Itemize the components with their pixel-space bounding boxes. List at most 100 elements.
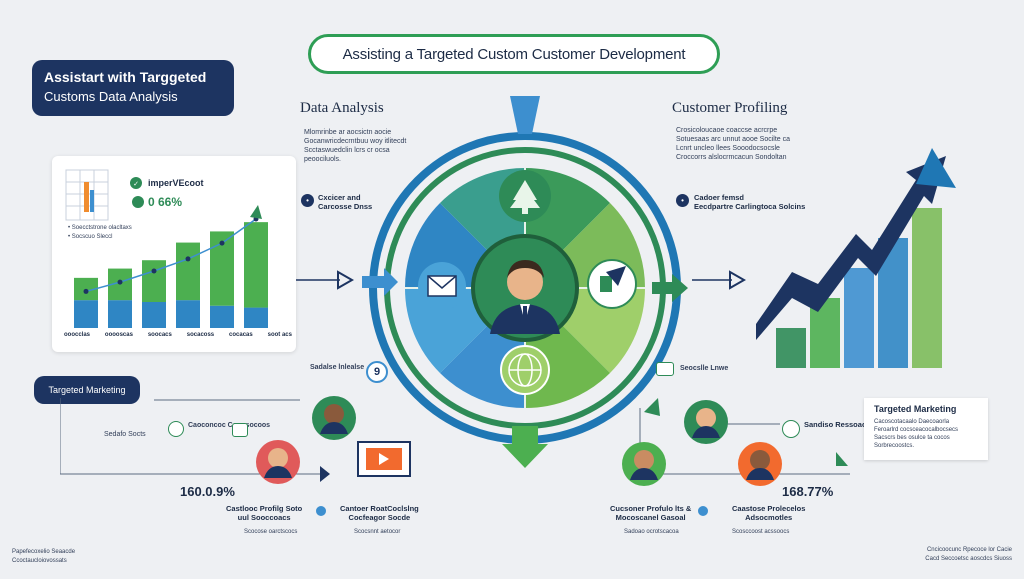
customer-profiling-point-1: Cadoer femsd xyxy=(694,193,745,202)
footer-right: Cncicoocunc Rpecoce lor Cacie Cacd Secco… xyxy=(902,546,1012,564)
left-sedafo-label: Sedafo Socts xyxy=(104,431,146,438)
bar-category-label: ooocclas xyxy=(64,332,91,338)
left-caption-2-sub: Scocsnnt aetocor xyxy=(354,529,401,535)
businessman-icon xyxy=(490,260,560,334)
bar-card-legend: • Soecctstrone olacltaxs • Socscuo Slecc… xyxy=(68,224,132,242)
avatar xyxy=(312,396,356,440)
left-caption-1-sub: Scocose oarctscocs xyxy=(244,529,298,535)
trend-point xyxy=(117,279,123,285)
bar-category-label: ooooscas xyxy=(104,332,133,338)
bar-category-label: soot acs xyxy=(267,332,292,338)
right-sse-label: Seocslle Lnwe xyxy=(680,365,729,372)
bar-chart: ✓ xyxy=(65,169,268,328)
customer-profiling-line: Croccorrs alslocrmcacun Sondoltan xyxy=(676,154,787,161)
right-check-icon xyxy=(782,420,800,438)
bar-card-categories: ooocclas ooooscas soocacs socacoss cocac… xyxy=(64,332,292,338)
arrow-top xyxy=(510,96,540,134)
left-ss-label: Sadalse lnlealse xyxy=(310,364,365,371)
targeted-marketing-card: Targeted Marketing Cacoscotacaalo Daecoa… xyxy=(864,398,988,460)
right-avatars xyxy=(622,400,782,486)
mini-grid-icon xyxy=(65,169,109,221)
document-icon xyxy=(587,259,637,309)
data-analysis-line: Scctaswuedclin lcrs cr ocsa xyxy=(304,147,390,154)
customer-profiling-point-2: Eecdpartre Carlingtoca Solcins xyxy=(694,202,806,211)
data-analysis-point-icon: • xyxy=(301,194,314,207)
bar-card-percent: 0 66% xyxy=(148,195,183,209)
right-caption-2-line: Adsocmotles xyxy=(745,513,793,522)
customer-profiling-line: Crosicoloucaoe coaccse acrcrpe xyxy=(676,127,778,134)
right-caption-1-sub: Sadoao ocrotscacoa xyxy=(624,529,679,535)
data-analysis-line: Gocanwricdecrntbuu woy itlitecdt xyxy=(304,138,407,145)
bar-card-logo-text: imperVEcoot xyxy=(148,178,204,188)
targeted-card-line: Sorbrecoostcs. xyxy=(874,443,915,449)
data-analysis-points: Cxcicer and Carcosse Dnss xyxy=(318,193,372,211)
right-caption-2: Caastose Prolecelos Adsocmotles xyxy=(732,504,805,522)
data-analysis-point-2: Carcosse Dnss xyxy=(318,202,373,211)
footer-right-line: Cacd Seccoetsc aoscdcs Siuoss xyxy=(925,556,1012,562)
data-analysis-text: Mlomrinbe ar aocsictn aocie Gocanwricdec… xyxy=(304,128,419,164)
left-info-icon: 9 xyxy=(366,361,388,383)
bar-card-percent-icon xyxy=(132,196,144,208)
customer-profiling-text: Crosicoloucaoe coaccse acrcrpe Sotuesaas… xyxy=(676,126,826,162)
avatar xyxy=(738,442,782,486)
right-cam-icon xyxy=(656,362,674,376)
right-caption-dot xyxy=(698,506,708,516)
video-player-icon xyxy=(357,441,411,477)
bar-category-label: soocacs xyxy=(147,332,172,338)
growth-chart xyxy=(756,148,956,368)
trend-arrow-head xyxy=(250,205,262,219)
right-caption-1: Cucsoner Profulo lts & Mocoscanel Gasoal xyxy=(610,504,691,522)
data-analysis-heading: Data Analysis xyxy=(300,100,384,116)
bar-1-series-0 xyxy=(108,300,132,328)
avatar xyxy=(622,442,666,486)
bar-3-series-0 xyxy=(176,300,200,328)
central-cycle-diagram xyxy=(362,96,688,468)
right-caption-2-line: Caastose Prolecelos xyxy=(732,504,806,513)
footer-left-line: Ccoctaucloiovossats xyxy=(12,558,67,564)
header-box-line2: Customs Data Analysis xyxy=(44,89,178,104)
left-caption-1-line: Castlooc Profilg Soto xyxy=(226,504,303,513)
arrow-left xyxy=(362,268,398,296)
tree-icon xyxy=(499,170,551,222)
left-percent: 160.0.9% xyxy=(180,484,235,499)
trend-point xyxy=(219,240,225,246)
bar-category-label: cocacas xyxy=(229,332,253,338)
bar-2-series-0 xyxy=(142,302,166,328)
data-analysis-line: Mlomrinbe ar aocsictn aocie xyxy=(304,129,392,136)
main-title: Assisting a Targeted Custom Customer Dev… xyxy=(308,34,720,74)
logo-icon: ✓ xyxy=(130,177,142,189)
growth-bar xyxy=(912,208,942,368)
footer-right-line: Cncicoocunc Rpecoce lor Cacie xyxy=(926,547,1012,553)
right-caption-1-line: Mocoscanel Gasoal xyxy=(615,513,686,522)
svg-text:✓: ✓ xyxy=(133,181,139,188)
growth-bar xyxy=(844,268,874,368)
right-sandiso-label: Sandiso Ressoacs xyxy=(804,420,871,429)
bar-card-legend-1: • Soecctstrone olacltaxs xyxy=(68,225,132,231)
bar-5-series-1 xyxy=(244,222,268,308)
left-check-icon xyxy=(168,421,184,437)
left-caption-2: Cantoer RoatCoclslng Cocfeagor Socde xyxy=(340,504,419,522)
left-caption-dot xyxy=(316,506,326,516)
left-connector-arrow xyxy=(296,270,355,290)
left-avatars xyxy=(256,396,411,484)
footer-left-line: Papefecoxelio Seaacde xyxy=(12,549,76,555)
targeted-card-line: Cacoscotacaalo Daecoaorla xyxy=(874,419,950,425)
avatar xyxy=(256,440,300,484)
left-caption-2-line: Cocfeagor Socde xyxy=(348,513,411,522)
right-connector-arrow xyxy=(692,270,747,290)
bar-chart-card: ✓ imperVEcoot 0 66% • Soecctstrone olacl… xyxy=(52,156,296,352)
header-box: Assistart with Targgeted Customs Data An… xyxy=(32,60,234,116)
left-customer-label: Caoconcoc Cooosocoos xyxy=(188,422,271,429)
left-caption-2-line: Cantoer RoatCoclslng xyxy=(340,504,419,513)
customer-profiling-points: Cadoer femsd Eecdpartre Carlingtoca Solc… xyxy=(694,193,805,211)
trend-line xyxy=(85,218,257,293)
trend-point xyxy=(83,288,89,294)
bar-card-legend-2: • Socscuo Sleccl xyxy=(68,234,113,240)
targeted-card-line: Sacscrs bes osulce ta cocos xyxy=(874,435,950,441)
bar-category-label: socacoss xyxy=(186,332,215,338)
trend-point xyxy=(185,256,191,262)
bar-0-series-0 xyxy=(74,300,98,328)
footer-left: Papefecoxelio Seaacde Ccoctaucloiovossat… xyxy=(12,548,75,566)
bar-4-series-0 xyxy=(210,305,234,328)
left-caption-1-line: uul Sooccoacs xyxy=(237,513,291,522)
